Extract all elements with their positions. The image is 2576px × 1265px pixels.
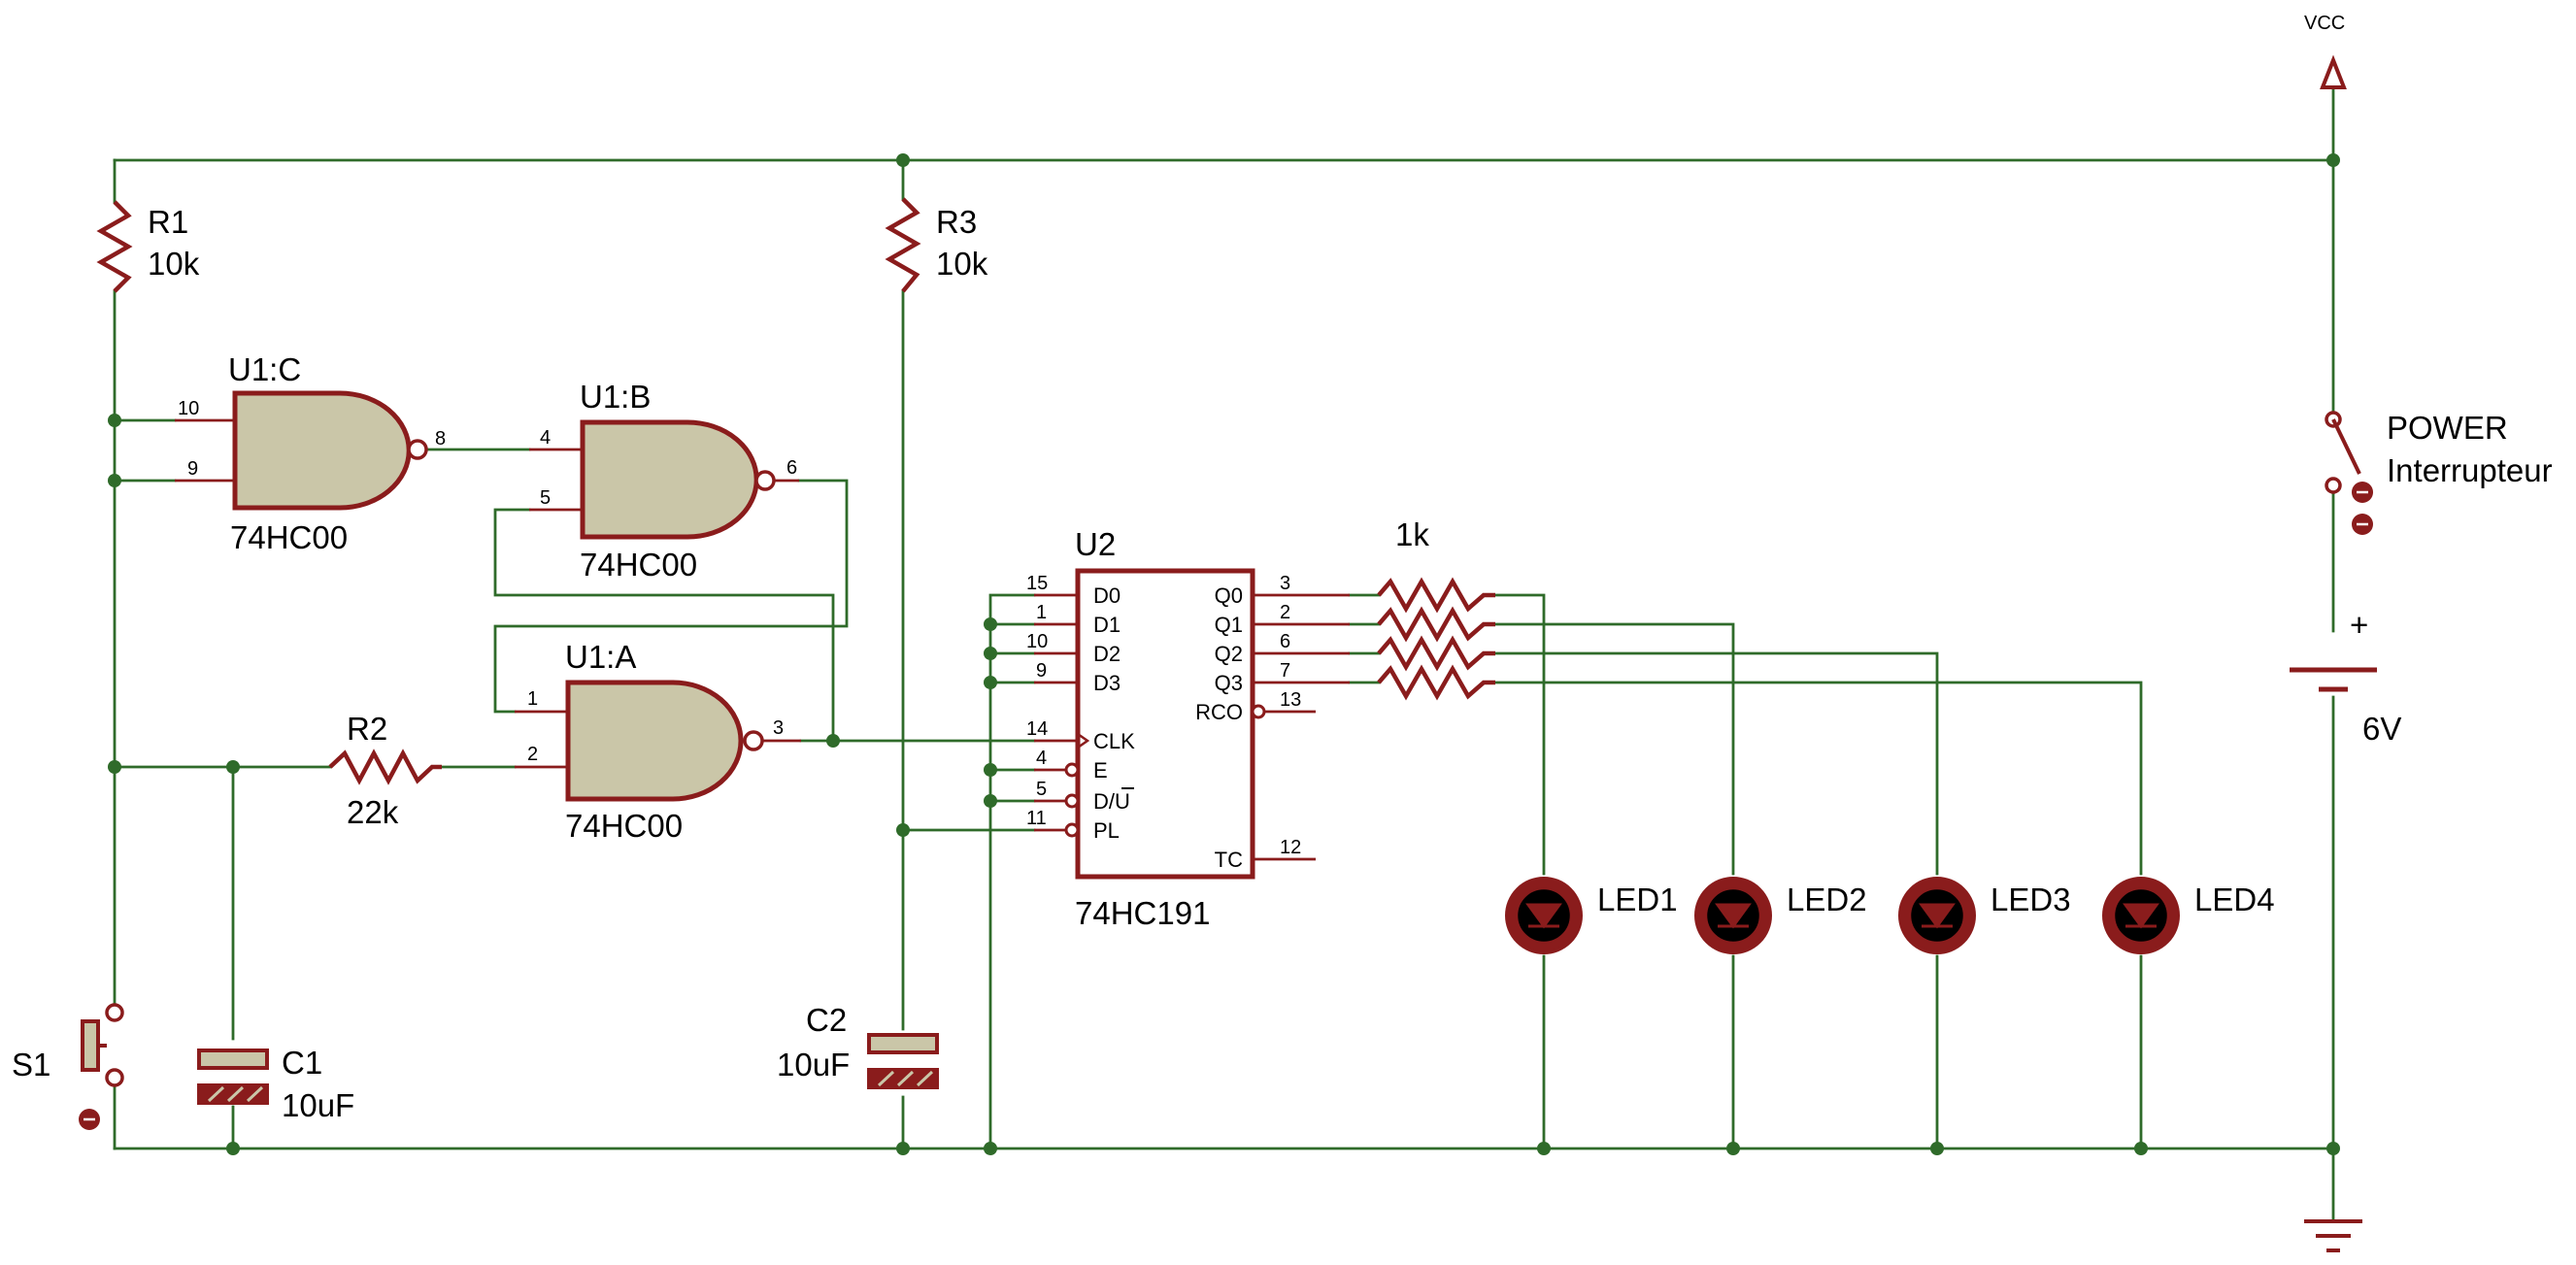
u2-pin-label: Q0	[1215, 583, 1243, 608]
r3-value: 10k	[936, 246, 988, 282]
battery-value: 6V	[2362, 711, 2401, 747]
battery-6v: + 6V	[2290, 607, 2401, 747]
led-1-label: LED1	[1597, 882, 1678, 917]
u2-pin-num: 6	[1280, 631, 1290, 652]
u2-pin-num: 14	[1026, 718, 1048, 740]
u2-pin-label: D3	[1093, 671, 1121, 695]
u2-pin-label: D1	[1093, 613, 1121, 637]
u1b-pin-out: 6	[786, 457, 797, 479]
c2-name: C2	[806, 1002, 847, 1038]
u1a-pin-in1: 1	[527, 688, 538, 710]
s1-name: S1	[12, 1047, 50, 1082]
junctions	[108, 153, 2340, 1155]
counter-ic-u2: U2 74HC191 15 1 10 9 14 4 5 11 D0 D1 D2 …	[1026, 526, 1350, 931]
r2-name: R2	[347, 711, 387, 747]
u2-pin-num: 13	[1280, 689, 1301, 711]
u2-pin-num: 7	[1280, 660, 1290, 682]
u2-pin-label: D/U	[1093, 789, 1130, 814]
u2-pin-label: Q2	[1215, 642, 1243, 666]
u1b-part: 74HC00	[580, 547, 697, 583]
u2-pin-label: TC	[1215, 848, 1243, 872]
led-1: LED1	[1505, 877, 1678, 954]
led-4: LED4	[2102, 877, 2275, 954]
u2-pin-num: 9	[1036, 660, 1047, 682]
u1c-name: U1:C	[228, 351, 301, 387]
nand-gate-u1b: U1:B 74HC00 4 5 6	[529, 379, 799, 583]
led-3-label: LED3	[1991, 882, 2071, 917]
capacitor-c2: C2 10uF	[777, 1002, 939, 1089]
c1-name: C1	[282, 1045, 322, 1081]
r1-name: R1	[148, 204, 188, 240]
switch-s1[interactable]: S1	[12, 1003, 124, 1130]
u2-pin-num: 3	[1280, 573, 1290, 594]
vcc-label: VCC	[2304, 13, 2345, 34]
u2-pin-label: RCO	[1195, 700, 1243, 724]
r2-value: 22k	[347, 794, 399, 830]
u1c-pin-in1: 10	[178, 398, 199, 419]
led-resistors: 1k	[1377, 516, 1495, 701]
led-resistors-value: 1k	[1395, 516, 1429, 552]
u2-pin-num: 10	[1026, 631, 1048, 652]
power-switch-name: POWER	[2387, 410, 2508, 446]
resistor-r1: R1 10k	[96, 200, 200, 293]
u2-part: 74HC191	[1075, 895, 1210, 931]
c1-value: 10uF	[282, 1087, 354, 1123]
capacitor-c1: C1 10uF	[197, 1045, 354, 1123]
u2-pin-num: 5	[1036, 779, 1047, 800]
vcc-symbol: VCC	[2304, 13, 2347, 89]
power-switch-value: Interrupteur	[2387, 452, 2553, 488]
u1a-name: U1:A	[565, 639, 636, 675]
u2-name: U2	[1075, 526, 1116, 562]
u1c-pin-out: 8	[435, 428, 446, 449]
u2-pin-num: 2	[1280, 602, 1290, 623]
c2-value: 10uF	[777, 1047, 850, 1082]
u2-pin-num: 11	[1026, 808, 1047, 829]
led-4-label: LED4	[2194, 882, 2275, 917]
u2-pin-num: 4	[1036, 748, 1047, 769]
u2-pin-label: PL	[1093, 818, 1120, 843]
u2-pin-label: Q1	[1215, 613, 1243, 637]
u2-pin-label: D2	[1093, 642, 1121, 666]
wires	[113, 85, 2335, 1223]
led-2-label: LED2	[1787, 882, 1867, 917]
u1b-name: U1:B	[580, 379, 651, 415]
power-switch[interactable]: POWER Interrupteur	[2325, 410, 2553, 535]
u2-pin-num: 15	[1026, 573, 1048, 594]
resistor-r2: R2 22k	[328, 711, 442, 830]
u2-pin-num: 12	[1280, 837, 1301, 858]
u1b-pin-in1: 4	[540, 427, 551, 449]
u2-pin-label: CLK	[1093, 729, 1135, 753]
u1a-pin-in2: 2	[527, 744, 538, 765]
u2-pin-num: 1	[1036, 602, 1047, 623]
u1c-part: 74HC00	[230, 519, 348, 555]
u2-pin-label: D0	[1093, 583, 1121, 608]
battery-polarity: +	[2350, 607, 2368, 643]
led-2: LED2	[1694, 877, 1867, 954]
r3-name: R3	[936, 204, 977, 240]
resistor-r3: R3 10k	[885, 197, 988, 293]
u1a-part: 74HC00	[565, 808, 683, 844]
r1-value: 10k	[148, 246, 200, 282]
nand-gate-u1c: U1:C 74HC00 10 9 8	[175, 351, 446, 555]
u1a-pin-out: 3	[773, 717, 784, 739]
u1b-pin-in2: 5	[540, 487, 551, 509]
led-3: LED3	[1898, 877, 2071, 954]
u1c-pin-in2: 9	[187, 458, 198, 480]
ground-symbol	[2304, 1219, 2362, 1252]
u2-pin-label: Q3	[1215, 671, 1243, 695]
nand-gate-u1a: U1:A 74HC00 1 2 3	[515, 639, 801, 844]
u2-pin-label: E	[1093, 758, 1108, 782]
